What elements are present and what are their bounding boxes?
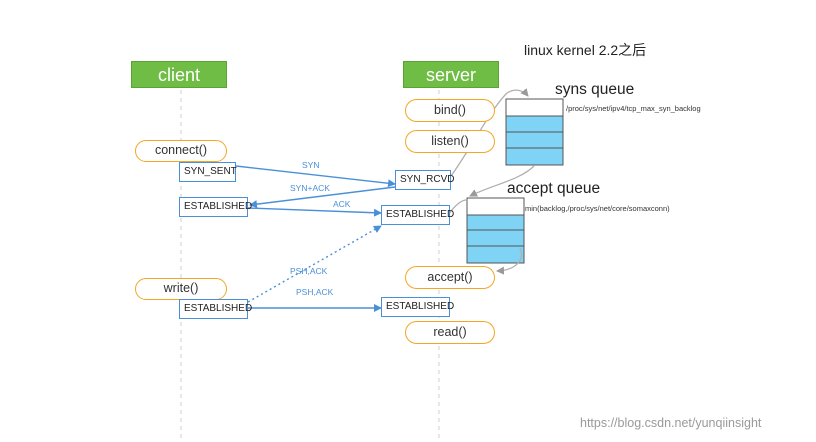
accept-queue-title: accept queue	[507, 180, 601, 197]
client-state-established-2: ESTABLISHED	[179, 299, 252, 319]
client-header: client	[131, 61, 227, 88]
bind-call: bind()	[405, 99, 495, 122]
curve-syns-to-accept-queue	[469, 165, 535, 197]
label-syn-ack: SYN+ACK	[290, 183, 330, 193]
label-syn: SYN	[302, 160, 320, 170]
client-state-established-1: ESTABLISHED	[179, 197, 252, 217]
syns-queue-path: /proc/sys/net/ipv4/tcp_max_syn_backlog	[566, 104, 701, 113]
watermark-url: https://blog.csdn.net/yunqiinsight	[580, 416, 762, 430]
syn-ack-arrow	[249, 186, 396, 209]
label-psh-ack-2: PSH,ACK	[296, 287, 334, 297]
curve-listen-to-syns-queue	[450, 88, 529, 177]
syns-queue-title: syns queue	[555, 81, 635, 98]
curve-established-to-accept-queue	[448, 199, 467, 215]
accept-call: accept()	[405, 266, 495, 289]
curve-accept-queue-to-accept	[496, 247, 523, 275]
read-call: read()	[405, 321, 495, 344]
psh-ack-arrow-dotted	[247, 225, 382, 303]
accept-queue-path: min(backlog,/proc/sys/net/core/somaxconn…	[525, 204, 670, 213]
accept-queue-box	[466, 197, 525, 264]
syns-queue-box	[505, 98, 564, 166]
server-state-established-2: ESTABLISHED	[381, 297, 454, 317]
client-state-syn-sent: SYN_SENT	[179, 162, 237, 182]
syn-arrow	[235, 165, 396, 188]
server-header: server	[403, 61, 499, 88]
ack-arrow	[247, 207, 382, 217]
label-ack: ACK	[333, 199, 351, 209]
label-psh-ack-1: PSH,ACK	[290, 266, 328, 276]
listen-call: listen()	[405, 130, 495, 153]
server-state-established-1: ESTABLISHED	[381, 205, 454, 225]
write-call: write()	[135, 278, 227, 300]
server-state-syn-rcvd: SYN_RCVD	[395, 170, 454, 190]
connect-call: connect()	[135, 140, 227, 162]
kernel-version-title: linux kernel 2.2之后	[524, 42, 647, 58]
